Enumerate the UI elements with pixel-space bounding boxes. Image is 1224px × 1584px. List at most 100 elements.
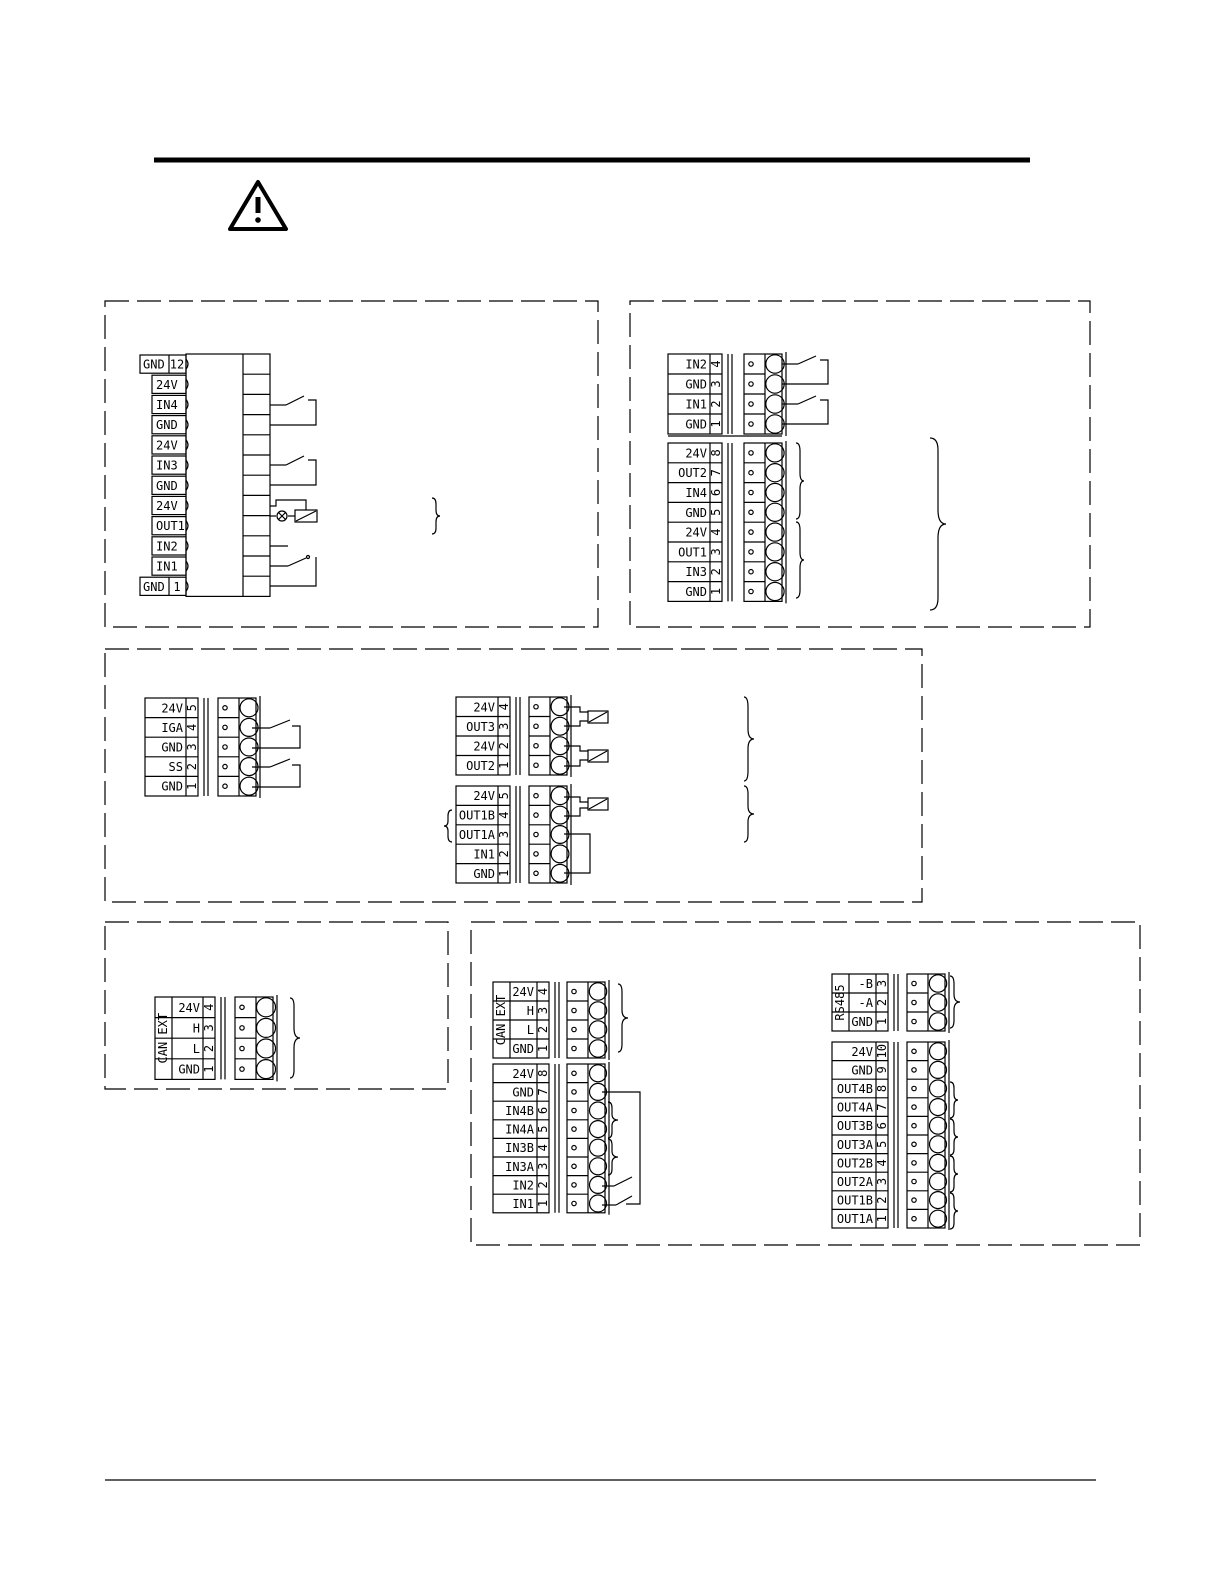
terminal-hole <box>533 742 539 749</box>
panel-e-rs485-connector-plug <box>906 973 946 1032</box>
pin-number: 1 <box>709 420 723 427</box>
terminal-hole <box>748 381 754 387</box>
pin-number: 6 <box>709 489 723 496</box>
pin-number: 1 <box>709 588 723 595</box>
terminal-hole <box>571 1045 577 1052</box>
screw-terminal <box>255 1038 277 1059</box>
screw-terminal <box>550 863 570 883</box>
terminal-hole <box>239 1045 245 1052</box>
pin-number: 5 <box>709 509 723 516</box>
screw-terminal <box>765 542 785 562</box>
pin-number: 8 <box>709 449 723 456</box>
pin-number: 1 <box>185 783 199 790</box>
pin-label: IN4 <box>156 398 178 412</box>
terminal-label-box <box>151 394 187 415</box>
terminal-hole <box>533 812 539 818</box>
terminal-hole <box>533 792 539 799</box>
terminal-hole <box>748 588 754 595</box>
screw-terminal <box>588 1064 608 1083</box>
pin-label: OUT3 <box>466 720 495 734</box>
terminal-hole <box>911 999 917 1006</box>
terminal-hole <box>222 724 228 731</box>
terminal-hole <box>222 744 228 750</box>
terminal-hole <box>533 870 539 877</box>
pin-label: 24V <box>473 789 495 803</box>
pin-label: 24V <box>156 499 178 513</box>
panel-e-frame <box>470 921 1141 1246</box>
pin-label: IN4A <box>505 1123 535 1137</box>
terminal-label-box <box>151 495 187 516</box>
pin-label: 24V <box>161 701 183 715</box>
pin-label: 24V <box>473 700 495 714</box>
pin-number: 5 <box>875 1141 889 1148</box>
pin-label: SS <box>169 760 183 774</box>
pin-label: 24V <box>178 1001 200 1015</box>
screw-terminal <box>928 1060 948 1080</box>
panel-c-right-bottom-connector-frame <box>455 785 511 884</box>
pin-label: 24V <box>685 446 707 460</box>
pin-label: OUT1A <box>837 1212 874 1226</box>
pin-number: 8 <box>875 1085 889 1092</box>
terminal-hole <box>571 1089 577 1095</box>
pin-number: 2 <box>875 1196 889 1203</box>
screw-terminal <box>588 1175 608 1195</box>
pin-label: GND <box>685 418 707 432</box>
pin-number: 3 <box>185 743 199 750</box>
terminal-hole <box>571 1107 577 1114</box>
screw-terminal <box>765 374 785 394</box>
terminal-hole <box>911 1215 917 1222</box>
pin-label: IN1 <box>512 1197 534 1211</box>
pin-label: 24V <box>512 1067 534 1081</box>
pin-label: 24V <box>156 438 178 452</box>
screw-terminal <box>928 1097 948 1117</box>
terminal-hole <box>748 568 754 575</box>
terminal-hole <box>748 529 754 535</box>
terminal-hole <box>911 1018 917 1025</box>
terminal-hole <box>571 1126 577 1132</box>
pin-number: 4 <box>202 1004 216 1011</box>
screw-terminal <box>928 1079 948 1098</box>
screw-terminal <box>588 1101 608 1120</box>
screw-terminal <box>765 562 785 582</box>
pin-number: 2 <box>202 1045 216 1052</box>
terminal-hole <box>571 1182 577 1188</box>
pin-number: 1 <box>202 1065 216 1072</box>
pin-label: OUT2 <box>678 466 707 480</box>
pin-number: 3 <box>709 380 723 387</box>
screw-terminal <box>928 1172 948 1191</box>
panel-a-frame <box>104 300 599 628</box>
terminal-hole <box>911 1104 917 1110</box>
screw-terminal <box>928 1042 948 1061</box>
screw-terminal <box>765 502 785 522</box>
pin-label: 24V <box>473 739 495 753</box>
connector-side-label: RS485 <box>833 984 847 1020</box>
panel-e-rs485-connector-frame <box>831 973 889 1032</box>
pin-number: 12 <box>170 358 184 372</box>
pin-number: 1 <box>497 870 511 877</box>
terminal-label-box <box>151 415 187 435</box>
screw-terminal <box>550 755 570 775</box>
terminal-hole <box>533 762 539 769</box>
screw-terminal <box>239 698 259 718</box>
pin-label: -A <box>859 996 874 1010</box>
screw-terminal <box>588 1157 608 1176</box>
pin-number: 1 <box>497 762 511 769</box>
terminal-label-box <box>151 374 187 395</box>
pin-label: OUT1 <box>678 545 707 559</box>
screw-terminal <box>928 1209 948 1228</box>
pin-number: 1 <box>536 1045 550 1052</box>
pin-number: 6 <box>536 1107 550 1114</box>
terminal-hole <box>571 1200 577 1207</box>
screw-terminal <box>588 1039 608 1058</box>
pin-label: GND <box>143 580 165 594</box>
screw-terminal <box>588 1194 608 1213</box>
terminal-hole <box>222 704 228 711</box>
panel-e-wiring <box>602 975 961 1230</box>
terminal-hole <box>748 401 754 407</box>
pin-label: OUT2 <box>466 759 495 773</box>
terminal-label-box <box>151 475 187 496</box>
